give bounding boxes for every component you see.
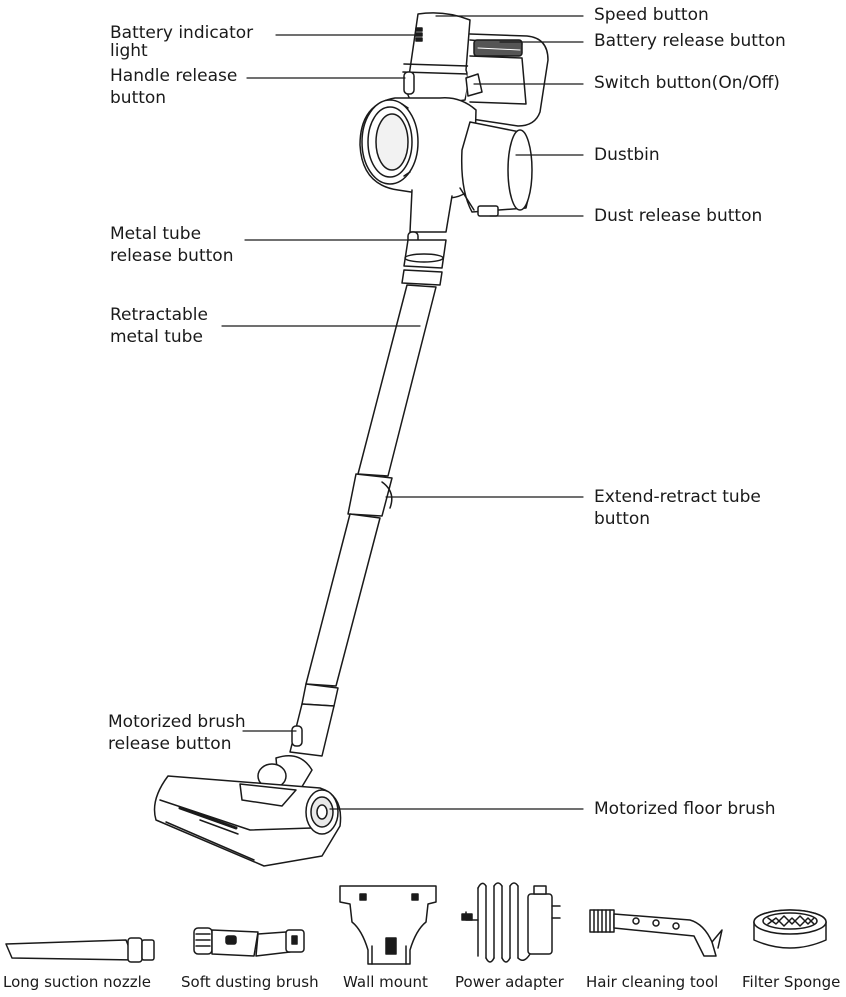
dust-release-label: Dust release button bbox=[594, 206, 763, 226]
floor-brush-label: Motorized floor brush bbox=[594, 799, 776, 819]
battery-release-button[interactable] bbox=[473, 39, 523, 57]
long-suction-nozzle-icon bbox=[5, 937, 155, 963]
battery-release-label: Battery release button bbox=[594, 31, 786, 51]
motor-head bbox=[359, 97, 477, 199]
accessory-label-power-adapter: Power adapter bbox=[455, 973, 564, 991]
metal-tube-release-label-line1: Metal tube bbox=[110, 224, 202, 244]
hair-cleaning-tool-icon bbox=[589, 909, 723, 957]
retractable-tube-label-line2: metal tube bbox=[110, 327, 203, 347]
motorized-brush-release-button[interactable] bbox=[291, 725, 303, 747]
tube-assembly bbox=[289, 189, 453, 757]
motorized-floor-brush bbox=[153, 755, 342, 867]
dust-release-button[interactable] bbox=[477, 205, 499, 217]
handle-release-label: Handle release button bbox=[110, 65, 237, 109]
retractable-tube-label-line1: Retractable bbox=[110, 305, 208, 325]
filter-sponge-icon bbox=[753, 909, 827, 949]
wall-mount-icon bbox=[339, 885, 437, 965]
metal-tube-release-label-line2: release button bbox=[110, 246, 234, 266]
accessory-label-filter-sponge: Filter Sponge bbox=[742, 973, 841, 991]
metal-tube-release-label: Metal tube release button bbox=[110, 223, 233, 267]
leader-lines bbox=[221, 15, 584, 810]
dustbin bbox=[459, 121, 533, 217]
handle-release-label-line2: button bbox=[110, 88, 167, 108]
handle-release-label-line1: Handle release bbox=[110, 66, 238, 86]
handle-body bbox=[402, 12, 471, 107]
battery-indicator-label: Battery indicator light bbox=[110, 22, 253, 62]
accessory-label-long-suction-nozzle: Long suction nozzle bbox=[3, 973, 151, 991]
extend-retract-label-line2: button bbox=[594, 509, 651, 529]
power-adapter-icon bbox=[461, 882, 561, 963]
motorized-brush-release-label-line1: Motorized brush bbox=[108, 712, 246, 732]
accessory-label-hair-cleaning-tool: Hair cleaning tool bbox=[586, 973, 719, 991]
battery-indicator-label-line1: Battery indicator bbox=[110, 23, 254, 43]
motorized-brush-release-label-line2: release button bbox=[108, 734, 232, 754]
extend-retract-label-line1: Extend-retract tube bbox=[594, 487, 761, 507]
speed-button-label: Speed button bbox=[594, 5, 709, 25]
motorized-brush-release-label: Motorized brush release button bbox=[108, 711, 246, 755]
accessory-label-wall-mount: Wall mount bbox=[343, 973, 428, 991]
retractable-tube-label: Retractable metal tube bbox=[110, 304, 208, 348]
dustbin-label: Dustbin bbox=[594, 145, 660, 165]
battery-indicator-icon bbox=[415, 27, 423, 42]
battery-pack bbox=[464, 33, 549, 127]
accessory-label-soft-dusting-brush: Soft dusting brush bbox=[181, 973, 319, 991]
extend-retract-label: Extend-retract tube button bbox=[594, 486, 761, 530]
handle-release-button[interactable] bbox=[403, 71, 415, 95]
soft-dusting-brush-icon bbox=[193, 927, 305, 957]
switch-button[interactable] bbox=[465, 73, 483, 97]
battery-indicator-label-line2: light bbox=[110, 41, 148, 61]
switch-button-label: Switch button(On/Off) bbox=[594, 73, 780, 93]
